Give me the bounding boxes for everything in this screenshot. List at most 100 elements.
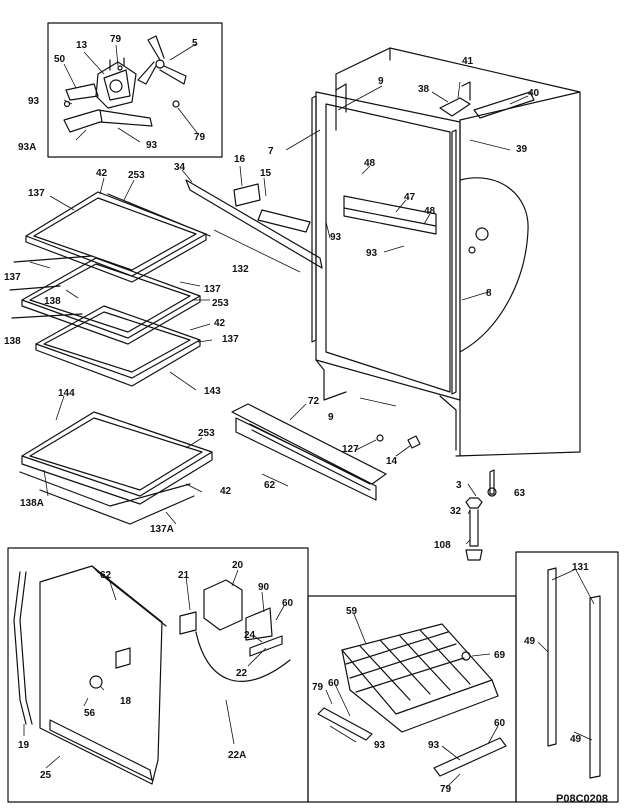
callout-144: 144	[58, 388, 75, 399]
callout-143: 143	[204, 386, 221, 397]
vertical-rail-left	[547, 567, 557, 747]
callout-48-b: 48	[424, 206, 436, 217]
fan-motor-assembly	[65, 57, 137, 109]
callout-40: 40	[528, 88, 540, 99]
callout-62-panel: 62	[100, 570, 112, 581]
callout-138-a: 138	[44, 296, 61, 307]
callout-56: 56	[84, 708, 96, 719]
callout-21: 21	[178, 570, 190, 581]
fan-motor-inset-box	[47, 22, 223, 158]
callout-25: 25	[40, 770, 52, 781]
callout-50: 50	[54, 54, 66, 65]
callout-9-bottom: 9	[328, 412, 334, 423]
wire-shelf-3	[11, 305, 201, 387]
callout-labels: 13 79 5 50 93 79 93A 93 137 42 253 137 1…	[4, 34, 608, 805]
wire-basket	[341, 623, 499, 733]
callout-49-b: 49	[570, 734, 582, 745]
callout-32: 32	[450, 506, 462, 517]
callout-93A: 93A	[18, 142, 36, 153]
callout-19: 19	[18, 740, 30, 751]
callout-93-bottom-inset: 93	[146, 140, 158, 151]
callout-24: 24	[244, 630, 256, 641]
adjustable-foot	[487, 469, 497, 497]
leader-lines	[23, 43, 595, 789]
screw-79-top	[117, 65, 123, 71]
callout-137-b: 137	[204, 284, 221, 295]
callout-15: 15	[260, 168, 272, 179]
callout-131: 131	[572, 562, 589, 573]
vertical-rail-right	[589, 595, 601, 779]
shelf-support-bracket	[343, 195, 437, 235]
callout-63: 63	[514, 488, 526, 499]
callout-90: 90	[258, 582, 270, 593]
callout-93-basket-b: 93	[428, 740, 440, 751]
callout-79-inset: 79	[194, 132, 206, 143]
callout-62-cab: 62	[264, 480, 276, 491]
bottom-trim-grille	[231, 403, 387, 501]
callout-18: 18	[120, 696, 132, 707]
callout-93-cab-b: 93	[366, 248, 378, 259]
basket-inset-box	[307, 595, 517, 803]
callout-48-a: 48	[364, 158, 376, 169]
freezer-cabinet	[315, 47, 581, 457]
drain-tube	[13, 571, 33, 725]
callout-79-basket-b: 79	[440, 784, 452, 795]
top-shelf-rail	[185, 179, 323, 269]
callout-20: 20	[232, 560, 244, 571]
drawing-code: P08C0208	[556, 793, 608, 805]
callout-138A: 138A	[20, 498, 44, 509]
hinge-assembly	[439, 81, 535, 119]
callout-38: 38	[418, 84, 430, 95]
callout-253-c: 253	[198, 428, 215, 439]
rails-inset-box	[515, 551, 619, 803]
callout-42-a: 42	[96, 168, 108, 179]
callout-42-c: 42	[220, 486, 232, 497]
clip-14	[407, 435, 421, 449]
callout-8: 8	[486, 288, 492, 299]
callout-137-d: 137	[222, 334, 239, 345]
callout-39: 39	[516, 144, 528, 155]
wire-shelf-1	[25, 191, 211, 283]
callout-138-b: 138	[4, 336, 21, 347]
callout-69: 69	[494, 650, 506, 661]
callout-7: 7	[268, 146, 274, 157]
callout-72: 72	[308, 396, 320, 407]
callout-93-basket-a: 93	[374, 740, 386, 751]
callout-60-basket-a: 60	[328, 678, 340, 689]
callout-137-c: 137	[4, 272, 21, 283]
callout-253-b: 253	[212, 298, 229, 309]
callout-47: 47	[404, 192, 416, 203]
screw-79	[172, 100, 180, 108]
callout-253-a: 253	[128, 170, 145, 181]
callout-108: 108	[434, 540, 451, 551]
callout-16: 16	[234, 154, 246, 165]
callout-42-b: 42	[214, 318, 226, 329]
wire-shelf-2	[9, 255, 201, 345]
callout-49-a: 49	[524, 636, 536, 647]
drain-panel	[39, 565, 167, 785]
callout-60-basket-b: 60	[494, 718, 506, 729]
callout-34: 34	[174, 162, 186, 173]
callout-14: 14	[386, 456, 398, 467]
callout-41: 41	[462, 56, 474, 67]
door-gasket-frame	[311, 95, 457, 395]
motor-bracket	[63, 109, 153, 133]
fan-blade	[137, 35, 187, 85]
callout-9-top: 9	[378, 76, 384, 87]
callout-60-panel: 60	[282, 598, 294, 609]
callout-137-a: 137	[28, 188, 45, 199]
basket-slide-rails	[317, 707, 507, 777]
callout-127: 127	[342, 444, 359, 455]
wire-shelf-4	[19, 411, 213, 525]
callout-59: 59	[346, 606, 358, 617]
callout-5: 5	[192, 38, 198, 49]
callout-79-top: 79	[110, 34, 122, 45]
cabinet-side-panel	[459, 177, 529, 353]
callout-22: 22	[236, 668, 248, 679]
callout-22A: 22A	[228, 750, 246, 761]
callout-79-basket-a: 79	[312, 682, 324, 693]
stop-69	[461, 651, 471, 661]
callout-132: 132	[232, 264, 249, 275]
callout-137A: 137A	[150, 524, 174, 535]
